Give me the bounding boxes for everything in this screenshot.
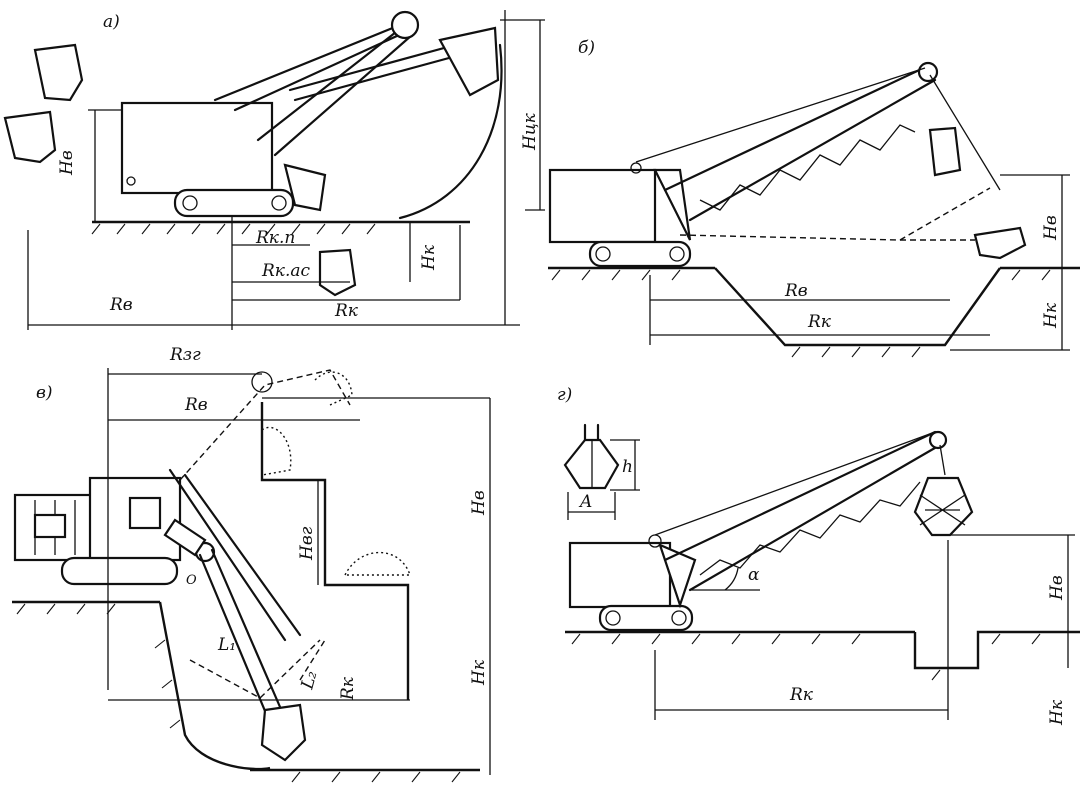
panel-g-label-hv: Hв bbox=[1047, 575, 1067, 601]
panel-b-label-hv: Hв bbox=[1041, 215, 1061, 241]
panel-a-letter: а) bbox=[103, 12, 120, 32]
panel-v: в) O bbox=[12, 345, 491, 783]
panel-g-boom bbox=[663, 430, 942, 592]
panel-a: а) bbox=[3, 10, 545, 330]
panel-b-lattice bbox=[699, 124, 916, 211]
panel-a-ground-hatch bbox=[91, 223, 376, 235]
panel-a-excavator bbox=[120, 10, 500, 218]
panel-g-label-rk: Rк bbox=[789, 685, 814, 705]
panel-g: г) h A bbox=[557, 385, 1080, 726]
panel-a-dig-arc bbox=[398, 43, 503, 220]
panel-b-label-rk: Rк bbox=[807, 312, 832, 332]
panel-v-l1-arc bbox=[189, 639, 321, 699]
panel-a-boom-head bbox=[390, 10, 420, 40]
panel-b-boom bbox=[663, 63, 937, 222]
panel-v-letter: в) bbox=[36, 383, 53, 403]
panel-b-hatch bbox=[551, 269, 1051, 358]
panel-g-hatch bbox=[571, 633, 1041, 681]
panel-b-pendant bbox=[635, 67, 926, 163]
panel-v-label-hk: Hк bbox=[469, 659, 489, 686]
panel-a-stick bbox=[256, 23, 407, 142]
panel-g-grab-detail: h A bbox=[563, 423, 640, 520]
panel-g-cab bbox=[568, 541, 672, 609]
panel-v-label-l1: L₁ bbox=[217, 635, 236, 655]
panel-a-label-rv: Rв bbox=[109, 295, 133, 315]
panel-v-bench bbox=[260, 402, 410, 700]
panel-g-letter: г) bbox=[557, 385, 572, 405]
panel-v-bucket bbox=[260, 703, 307, 762]
panel-b-track bbox=[588, 240, 692, 268]
panel-b-bucket-top bbox=[928, 126, 962, 177]
panel-a-block-1 bbox=[33, 43, 84, 102]
panel-a-track bbox=[173, 188, 295, 218]
panel-a-label-hk: Hк bbox=[419, 244, 439, 271]
panel-a-cab bbox=[120, 101, 274, 195]
panel-v-label-rv: Rв bbox=[184, 395, 208, 415]
panel-v-label-rzr: Rзг bbox=[169, 345, 201, 365]
panel-b-label-hk: Hк bbox=[1041, 302, 1061, 329]
panel-g-label-a: A bbox=[578, 492, 592, 512]
panel-g-pit bbox=[913, 630, 1080, 670]
panel-a-boom bbox=[213, 21, 407, 102]
panel-g-pendant bbox=[654, 431, 936, 536]
panel-v-boom bbox=[168, 468, 302, 642]
panel-b-cab bbox=[548, 168, 657, 244]
panel-v-label-rk: Rк bbox=[338, 676, 358, 701]
panel-v-dump-2 bbox=[261, 426, 292, 476]
panel-a-label-rkp: Rк.ас bbox=[261, 261, 310, 281]
panel-v-label-l2: L₂ bbox=[297, 668, 321, 692]
panel-v-dump-3 bbox=[343, 551, 411, 576]
panel-b-letter: б) bbox=[578, 38, 595, 58]
panel-a-block-3 bbox=[318, 248, 357, 297]
panel-a-label-rkn: Rк.п bbox=[255, 228, 295, 248]
panel-b-drag-path bbox=[679, 187, 991, 241]
panel-v-label-hv: Hв bbox=[469, 490, 489, 516]
panel-a-label-hpk: Hцк bbox=[520, 112, 540, 151]
panel-g-crane: α bbox=[568, 430, 974, 632]
panel-g-angle-arc bbox=[724, 567, 739, 591]
panel-g-grab-hook bbox=[583, 423, 600, 442]
panel-a-label-rk: Rк bbox=[334, 301, 359, 321]
panel-v-label-o: O bbox=[186, 573, 197, 588]
panel-v-excavator: O bbox=[60, 468, 307, 762]
panel-b-trench bbox=[714, 267, 1001, 347]
panel-g-grab bbox=[913, 476, 974, 537]
panel-v-track bbox=[60, 556, 179, 586]
panel-v-dump-1 bbox=[314, 371, 353, 406]
panel-g-lattice bbox=[699, 481, 921, 576]
panel-a-block-2 bbox=[3, 110, 57, 164]
panel-v-hatch bbox=[16, 603, 461, 783]
panel-b: б) Rв bbox=[548, 38, 1080, 358]
panel-b-label-rv: Rв bbox=[784, 281, 808, 301]
panel-b-bucket bbox=[973, 226, 1027, 260]
panel-b-excavator bbox=[548, 61, 1027, 268]
panel-a-label-hv: Hв bbox=[57, 150, 77, 176]
panel-v-label-hvr: Hвг bbox=[297, 526, 317, 561]
panel-g-label-alpha: α bbox=[748, 565, 760, 585]
panel-g-label-hk: Hк bbox=[1047, 699, 1067, 726]
panel-g-label-h: h bbox=[622, 457, 633, 477]
panel-a-bucket bbox=[438, 26, 500, 97]
panel-g-track bbox=[598, 604, 694, 632]
panel-v-reach-path bbox=[179, 369, 351, 481]
